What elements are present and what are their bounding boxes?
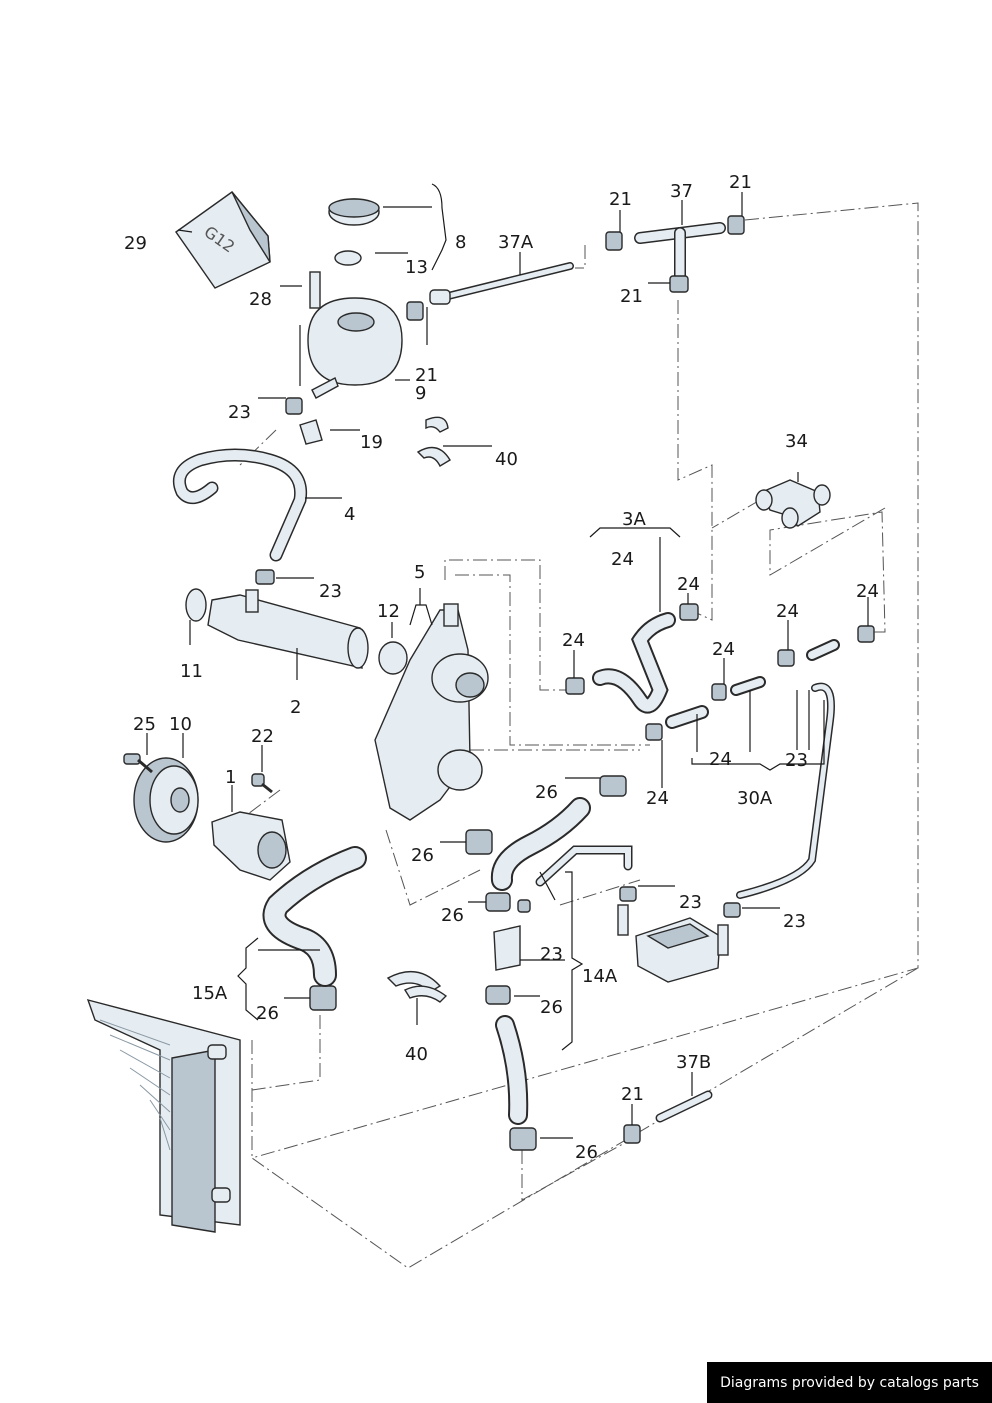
callout-29: 29 bbox=[124, 233, 147, 254]
callout-23-d: 23 bbox=[679, 892, 702, 913]
callout-24-c: 24 bbox=[776, 601, 799, 622]
callout-25: 25 bbox=[133, 714, 156, 735]
callout-26-e: 26 bbox=[256, 1003, 279, 1024]
callout-34: 34 bbox=[785, 431, 808, 452]
callout-labels: 29 8 13 37A 21 37 21 21 28 21 9 23 19 40… bbox=[124, 172, 879, 1163]
callout-12: 12 bbox=[377, 601, 400, 622]
callout-21-e: 21 bbox=[621, 1084, 644, 1105]
callout-28: 28 bbox=[249, 289, 272, 310]
callout-37a: 37A bbox=[498, 232, 534, 253]
coolant-pipe-2 bbox=[185, 588, 369, 669]
callout-9: 9 bbox=[415, 383, 426, 404]
callout-26-f: 26 bbox=[575, 1142, 598, 1163]
callout-24-a: 24 bbox=[611, 549, 634, 570]
callout-23-c: 23 bbox=[785, 750, 808, 771]
callout-26-a: 26 bbox=[535, 782, 558, 803]
callout-24-d: 24 bbox=[856, 581, 879, 602]
callout-14a: 14A bbox=[582, 966, 618, 987]
callout-21-c: 21 bbox=[620, 286, 643, 307]
callout-19: 19 bbox=[360, 432, 383, 453]
callout-21-a: 21 bbox=[609, 189, 632, 210]
callout-30a: 30A bbox=[737, 788, 773, 809]
callout-40-a: 40 bbox=[495, 449, 518, 470]
callout-21-b: 21 bbox=[729, 172, 752, 193]
callout-24-f: 24 bbox=[712, 639, 735, 660]
coolant-hose-30a bbox=[665, 639, 840, 899]
vent-tubes bbox=[429, 222, 726, 1123]
coolant-hose-15a bbox=[262, 846, 367, 987]
callout-37: 37 bbox=[670, 181, 693, 202]
coolant-hose-14a bbox=[490, 797, 633, 1125]
coolant-container: G12 bbox=[175, 191, 271, 289]
connector-34 bbox=[755, 479, 831, 529]
callout-1: 1 bbox=[225, 767, 236, 788]
credit-footer: Diagrams provided by catalogs parts bbox=[707, 1362, 992, 1403]
callout-26-b: 26 bbox=[411, 845, 434, 866]
callout-10: 10 bbox=[169, 714, 192, 735]
water-pump-assembly bbox=[123, 753, 291, 881]
assembly-guide-lines bbox=[239, 202, 919, 1269]
oil-cooler bbox=[617, 904, 729, 983]
callout-24-e: 24 bbox=[562, 630, 585, 651]
callout-24-b: 24 bbox=[677, 574, 700, 595]
callout-23-f: 23 bbox=[540, 944, 563, 965]
callout-26-d: 26 bbox=[540, 997, 563, 1018]
leader-lines bbox=[146, 183, 869, 1139]
callout-22: 22 bbox=[251, 726, 274, 747]
callout-8: 8 bbox=[455, 232, 466, 253]
callout-23-a: 23 bbox=[228, 402, 251, 423]
retaining-clips bbox=[386, 416, 451, 1003]
callout-23-e: 23 bbox=[783, 911, 806, 932]
callout-3a: 3A bbox=[622, 509, 646, 530]
radiator bbox=[86, 998, 241, 1233]
coolant-hose-3a bbox=[592, 612, 676, 714]
callout-15a: 15A bbox=[192, 983, 228, 1004]
callout-24-g: 24 bbox=[709, 749, 732, 770]
callout-4: 4 bbox=[344, 504, 355, 525]
callout-37b: 37B bbox=[676, 1052, 711, 1073]
callout-26-c: 26 bbox=[441, 905, 464, 926]
callout-21-d: 21 bbox=[415, 365, 438, 386]
coolant-distributor-housing bbox=[374, 603, 489, 821]
callout-2: 2 bbox=[290, 697, 301, 718]
callout-11: 11 bbox=[180, 661, 203, 682]
coolant-hose-4 bbox=[172, 448, 308, 562]
expansion-tank bbox=[299, 198, 403, 445]
hose-clamps bbox=[255, 215, 875, 1151]
callout-13: 13 bbox=[405, 257, 428, 278]
callout-5: 5 bbox=[414, 562, 425, 583]
callout-23-b: 23 bbox=[319, 581, 342, 602]
callout-24-h: 24 bbox=[646, 788, 669, 809]
callout-40-b: 40 bbox=[405, 1044, 428, 1065]
